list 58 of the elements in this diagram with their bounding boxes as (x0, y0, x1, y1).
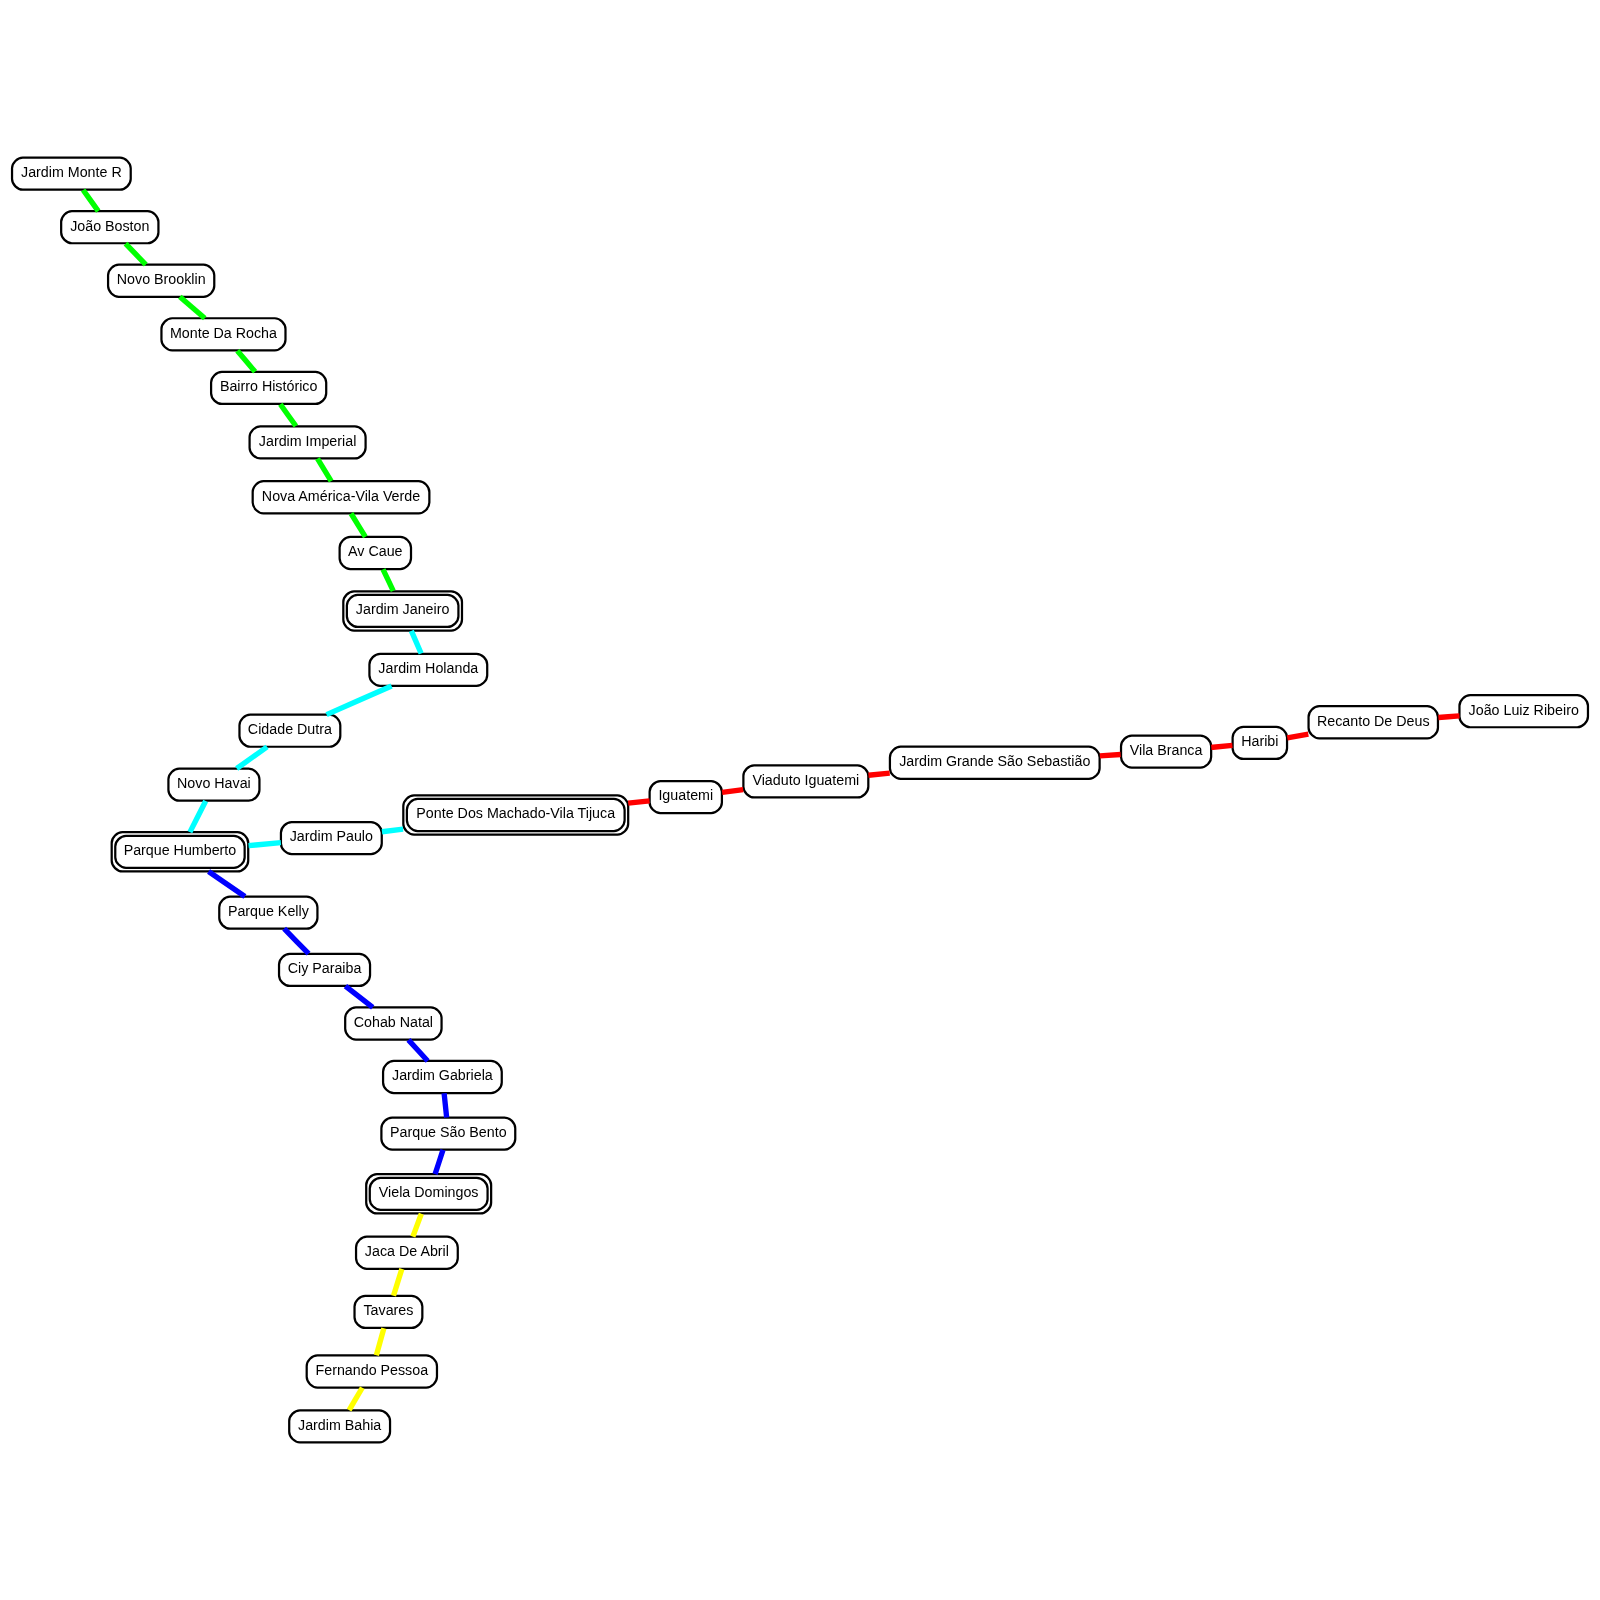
connector (178, 294, 207, 321)
node-box: Jardim Imperial (248, 425, 367, 460)
connector (1286, 731, 1309, 741)
connector (1099, 751, 1121, 759)
connector (346, 1386, 365, 1412)
node-box: Jardim Bahia (288, 1409, 392, 1444)
node-box: Jaca De Abril (354, 1235, 459, 1270)
node-box: Bairro Histórico (210, 370, 328, 406)
node-box: Novo Havai (167, 767, 261, 802)
connector (187, 799, 209, 834)
node-box: Cohab Natal (344, 1006, 443, 1041)
node-box: Iguatemi (648, 779, 723, 815)
connector (282, 926, 311, 956)
node-box: Jardim Paulo (279, 820, 383, 856)
connector (248, 840, 282, 849)
connector (410, 1212, 424, 1238)
node-box: Tavares (353, 1294, 424, 1330)
node-box: Jardim Holanda (368, 652, 489, 688)
node-box: Av Caue (338, 535, 413, 571)
connector (627, 798, 650, 806)
node-box: Viaduto Iguatemi (742, 764, 870, 799)
connector (235, 349, 258, 374)
node-box: Nova América-Vila Verde (251, 480, 431, 515)
connector (123, 241, 148, 267)
connector (381, 826, 404, 835)
node-box: Cidade Dutra (238, 713, 342, 748)
connector (81, 188, 101, 213)
node-box: Jardim Grande São Sebastião (888, 745, 1101, 780)
node-box: Parque São Bento (380, 1116, 517, 1151)
connector (235, 744, 269, 771)
node-box: Recanto De Deus (1307, 705, 1440, 740)
connector (1438, 713, 1460, 721)
node-box: Fernando Pessoa (305, 1354, 439, 1389)
connector (441, 1093, 450, 1118)
connector (278, 402, 299, 428)
node-box: Parque Kelly (218, 895, 319, 930)
connector (325, 683, 393, 718)
connector (432, 1149, 446, 1175)
node-box: Vila Branca (1119, 734, 1213, 769)
connector (721, 786, 744, 795)
connector (406, 1038, 430, 1063)
connector (1211, 742, 1233, 751)
node-box: Haribi (1231, 725, 1289, 761)
node-box: João Boston (60, 210, 160, 245)
connector (380, 568, 396, 593)
connector (390, 1268, 405, 1297)
node-box: Jardim Monte R (10, 156, 132, 191)
node-box: Monte Da Rocha (160, 317, 287, 352)
node-box: Novo Brooklin (106, 263, 216, 298)
connector (408, 629, 424, 655)
node-box: João Luiz Ribeiro (1458, 694, 1590, 729)
connector (343, 984, 375, 1010)
node-box: Ciy Paraiba (277, 952, 372, 988)
connector (315, 457, 334, 483)
node-box: Jardim Gabriela (381, 1059, 503, 1095)
connector (868, 770, 890, 778)
connector (348, 512, 368, 539)
connector (373, 1327, 387, 1356)
